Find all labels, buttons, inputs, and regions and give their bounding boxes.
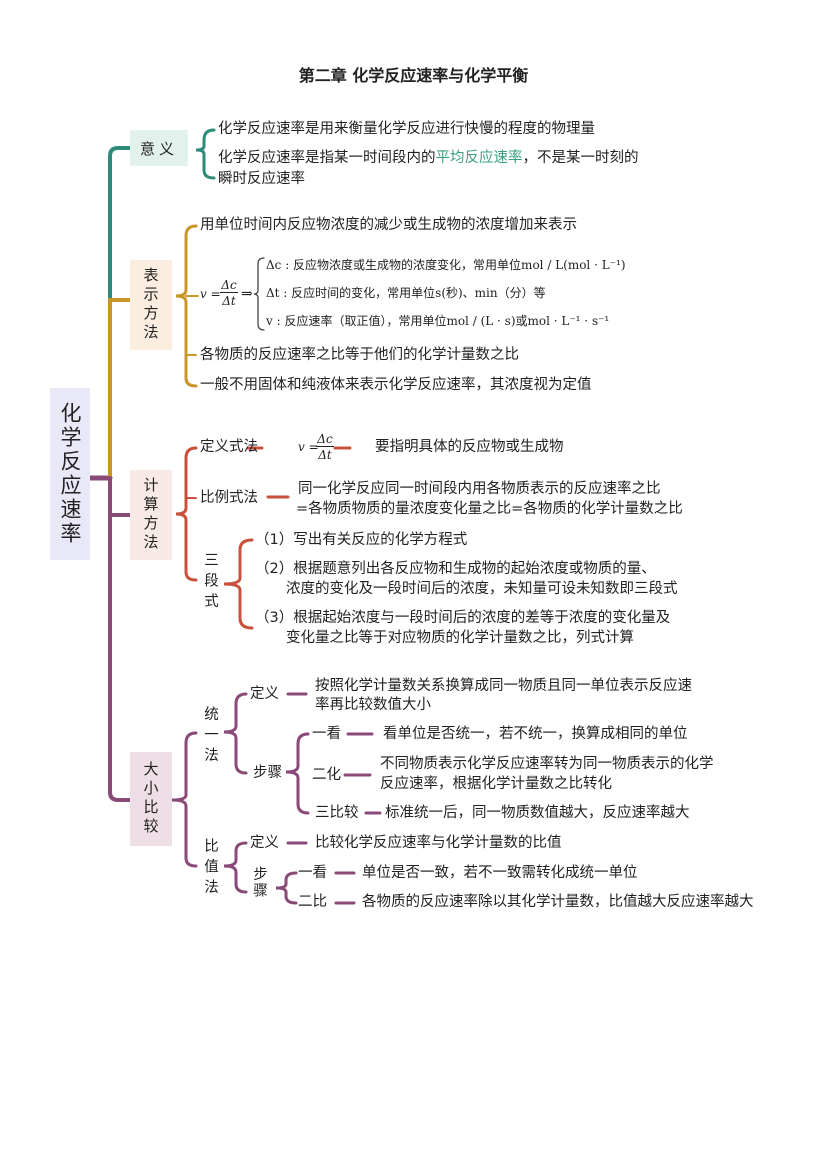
meaning-item-2: 化学反应速率是指某一时间段内的平均反应速率，不是某一时刻的	[218, 148, 639, 168]
ratio-method-line1: 同一化学反应同一时间段内用各物质表示的反应速率之比	[298, 481, 661, 497]
ratio-steps-label: 步骤	[251, 866, 267, 899]
ratio-step1-text: 单位是否一致，若不一致需转化成统一单位	[362, 865, 638, 881]
unify-step2-line2: 反应速率，根据化学计量数之比转化	[380, 776, 612, 792]
formula-def-dt: Δt : 反应时间的变化，常用单位s(秒)、min（分）等	[266, 286, 546, 300]
def-formula-numerator: Δc	[316, 432, 334, 447]
unify-def-label: 定义	[250, 686, 279, 702]
definition-method-label: 定义式法	[200, 439, 258, 455]
unify-step3-text: 标准统一后，同一物质数值越大，反应速率越大	[385, 805, 690, 821]
root-node: 化学反应速率	[50, 388, 90, 560]
definition-method-note: 要指明具体的反应物或生成物	[375, 439, 564, 455]
def-formula-lhs: v =	[298, 440, 319, 454]
unify-steps-brace	[285, 732, 310, 815]
def-formula-denominator: Δt	[318, 448, 332, 462]
page-title: 第二章 化学反应速率与化学平衡	[298, 66, 529, 85]
unify-step3-label: 三比较	[315, 805, 359, 821]
unify-step1-label: 一看	[312, 726, 341, 742]
three-step-3-line2: 变化量之比等于对应物质的化学计量数之比，列式计算	[286, 630, 634, 646]
highlight-average-rate: 平均反应速率	[435, 150, 523, 166]
ratio-brace	[223, 841, 248, 894]
expression-item-3: 各物质的反应速率之比等于他们的化学计量数之比	[200, 347, 519, 363]
unify-method-label: 统一法	[202, 706, 218, 768]
expression-branch	[108, 298, 132, 480]
three-step-2-line2: 浓度的变化及一段时间后的浓度，未知量可设未知数即三段式	[286, 581, 678, 597]
meaning-node: 意义	[130, 130, 188, 166]
three-step-brace	[223, 538, 254, 630]
ratio-def-label: 定义	[250, 835, 279, 851]
formula-brace	[253, 257, 265, 331]
ratio-step2-text: 各物质的反应速率除以其化学计量数，比值越大反应速率越大	[362, 894, 754, 910]
ratio-step1-label: 一看	[298, 865, 327, 881]
comparison-branch	[108, 476, 132, 802]
expression-item-4: 一般不用固体和纯液体来表示化学反应速率，其浓度视为定值	[200, 377, 592, 393]
comparison-node: 大小比较	[130, 752, 172, 846]
ratio-def-text: 比较化学反应速率与化学计量数的比值	[315, 835, 562, 851]
formula-numerator: Δc	[220, 278, 238, 293]
unify-steps-label: 步骤	[253, 765, 282, 781]
meaning-brace	[195, 128, 216, 180]
unify-def-line2: 率再比较数值大小	[315, 697, 431, 713]
ratio-method-line2: =各物质物质的量浓度变化量之比=各物质的化学计量数之比	[296, 501, 683, 517]
implies-arrow: ⇒	[241, 286, 253, 302]
meaning-item-1: 化学反应速率是用来衡量化学反应进行快慢的程度的物理量	[218, 121, 595, 137]
formula-def-v: v : 反应速率（取正值），常用单位mol / (L · s)或mol · L⁻…	[266, 314, 610, 328]
calculation-brace	[175, 446, 198, 582]
unify-brace	[223, 692, 248, 775]
expression-item-1: 用单位时间内反应物浓度的减少或生成物的浓度增加来表示	[200, 217, 577, 233]
unify-step1-text: 看单位是否统一，若不统一，换算成相同的单位	[383, 726, 688, 742]
formula-def-dc: Δc : 反应物浓度或生成物的浓度变化，常用单位mol / L(mol · L⁻…	[266, 258, 626, 272]
three-step-2-line1: （2）根据题意列出各反应物和生成物的起始浓度或物质的量、	[255, 561, 656, 577]
expression-brace	[175, 224, 198, 388]
formula-lhs: v =	[200, 287, 221, 301]
calculation-node: 计算方法	[130, 470, 172, 560]
comparison-brace	[171, 731, 198, 868]
three-step-label: 三段式	[202, 552, 218, 614]
ratio-method-label: 比例式法	[200, 490, 258, 506]
meaning-item-2-line2: 瞬时反应速率	[218, 171, 305, 187]
text: 化学反应速率是指某一时间段内的	[218, 150, 436, 166]
ratio-steps-brace	[275, 871, 298, 905]
ratio-method-label: 比值法	[202, 838, 218, 900]
ratio-step2-label: 二比	[298, 894, 327, 910]
unify-step2-label: 二化	[312, 767, 341, 783]
unify-step2-line1: 不同物质表示化学反应速率转为同一物质表示的化学	[380, 756, 714, 772]
text: ，不是某一时刻的	[522, 150, 639, 166]
expression-node: 表示方法	[130, 260, 172, 350]
formula-denominator: Δt	[222, 294, 236, 308]
meaning-branch	[108, 146, 132, 302]
three-step-3-line1: （3）根据起始浓度与一段时间后的浓度的差等于浓度的变化量及	[255, 610, 671, 626]
unify-def-line1: 按照化学计量数关系换算成同一物质且同一单位表示反应速	[315, 678, 692, 694]
three-step-1: （1）写出有关反应的化学方程式	[255, 532, 468, 548]
